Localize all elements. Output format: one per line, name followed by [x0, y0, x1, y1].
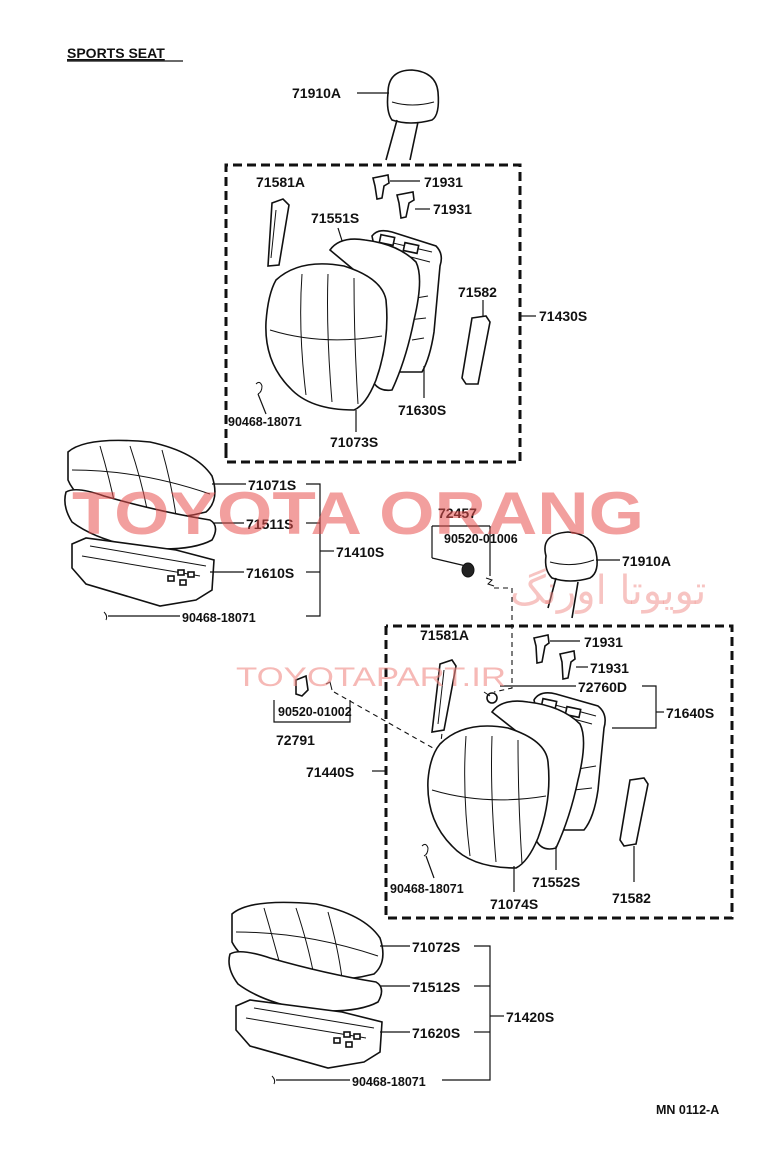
label-90468-lower-back: 90468-18071 — [390, 882, 464, 896]
label-71910A-upper: 71910A — [292, 85, 341, 101]
part-72791 — [295, 674, 309, 697]
label-90468-cushion-lower: 90468-18071 — [352, 1075, 426, 1089]
label-71581A-upper: 71581A — [256, 174, 305, 190]
label-72791: 72791 — [276, 732, 315, 748]
label-71073S: 71073S — [330, 434, 378, 450]
label-71640S: 71640S — [666, 705, 714, 721]
watermark-url: TOYOTAPART.IR — [236, 662, 506, 692]
label-71581A-lower: 71581A — [420, 627, 469, 643]
hogring-upper-back — [255, 381, 263, 395]
support-71931-a — [372, 174, 390, 200]
label-71931-a: 71931 — [424, 174, 463, 190]
label-90520-01006: 90520-01006 — [444, 532, 518, 546]
cover-71073S — [265, 263, 388, 411]
hogring-cushion-upper — [103, 611, 108, 621]
pad-71511S — [64, 488, 217, 550]
label-71552S: 71552S — [532, 874, 580, 890]
frame-71610S — [71, 537, 215, 607]
bolt-90520-01002 — [325, 681, 333, 691]
label-71410S: 71410S — [336, 544, 384, 560]
label-71931-d: 71931 — [590, 660, 629, 676]
assy-box-71430S — [224, 163, 522, 464]
hogring-cushion-lower — [271, 1075, 276, 1085]
label-72760D: 72760D — [578, 679, 627, 695]
guide-71581A-upper — [267, 198, 290, 267]
support-71931-c — [533, 634, 550, 664]
nut-72457 — [461, 562, 475, 578]
cover-71582-upper — [461, 315, 491, 385]
label-90468-upper-back: 90468-18071 — [228, 415, 302, 429]
headrest-lower — [544, 531, 598, 619]
label-71420S: 71420S — [506, 1009, 554, 1025]
label-71551S: 71551S — [311, 210, 359, 226]
label-71630S: 71630S — [398, 402, 446, 418]
guide-71581A-lower — [431, 659, 457, 733]
watermark-persian: تویوتا اورنگ — [510, 568, 706, 614]
headrest-upper — [385, 69, 440, 161]
label-71071S: 71071S — [248, 477, 296, 493]
pad-71512S — [228, 950, 383, 1012]
label-71511S: 71511S — [246, 516, 294, 532]
label-90520-01002: 90520-01002 — [278, 705, 352, 719]
diagram-title: SPORTS SEAT — [67, 45, 165, 61]
bolt-90520-01006 — [485, 577, 495, 587]
label-90468-cushion-upper: 90468-18071 — [182, 611, 256, 625]
hogring-lower-back — [421, 843, 429, 857]
label-71931-b: 71931 — [433, 201, 472, 217]
frame-71620S — [235, 999, 383, 1069]
label-71620S: 71620S — [412, 1025, 460, 1041]
label-71074S: 71074S — [490, 896, 538, 912]
label-71440S: 71440S — [306, 764, 354, 780]
label-71582-lower: 71582 — [612, 890, 651, 906]
label-71072S: 71072S — [412, 939, 460, 955]
label-71582-upper: 71582 — [458, 284, 497, 300]
cover-71582-lower — [619, 777, 649, 847]
label-71910A-lower: 71910A — [622, 553, 671, 569]
assy-box-71440S — [384, 624, 734, 920]
support-71931-d — [559, 650, 576, 680]
support-71931-b — [396, 191, 415, 219]
label-72457: 72457 — [438, 505, 477, 521]
cover-71074S — [427, 725, 550, 869]
label-71430S: 71430S — [539, 308, 587, 324]
bolt-72760D — [483, 691, 498, 704]
label-71610S: 71610S — [246, 565, 294, 581]
label-71512S: 71512S — [412, 979, 460, 995]
label-71931-c: 71931 — [584, 634, 623, 650]
watermark-main: TOYOTA ORANG — [72, 480, 644, 547]
diagram-code: MN 0112-A — [656, 1103, 719, 1117]
